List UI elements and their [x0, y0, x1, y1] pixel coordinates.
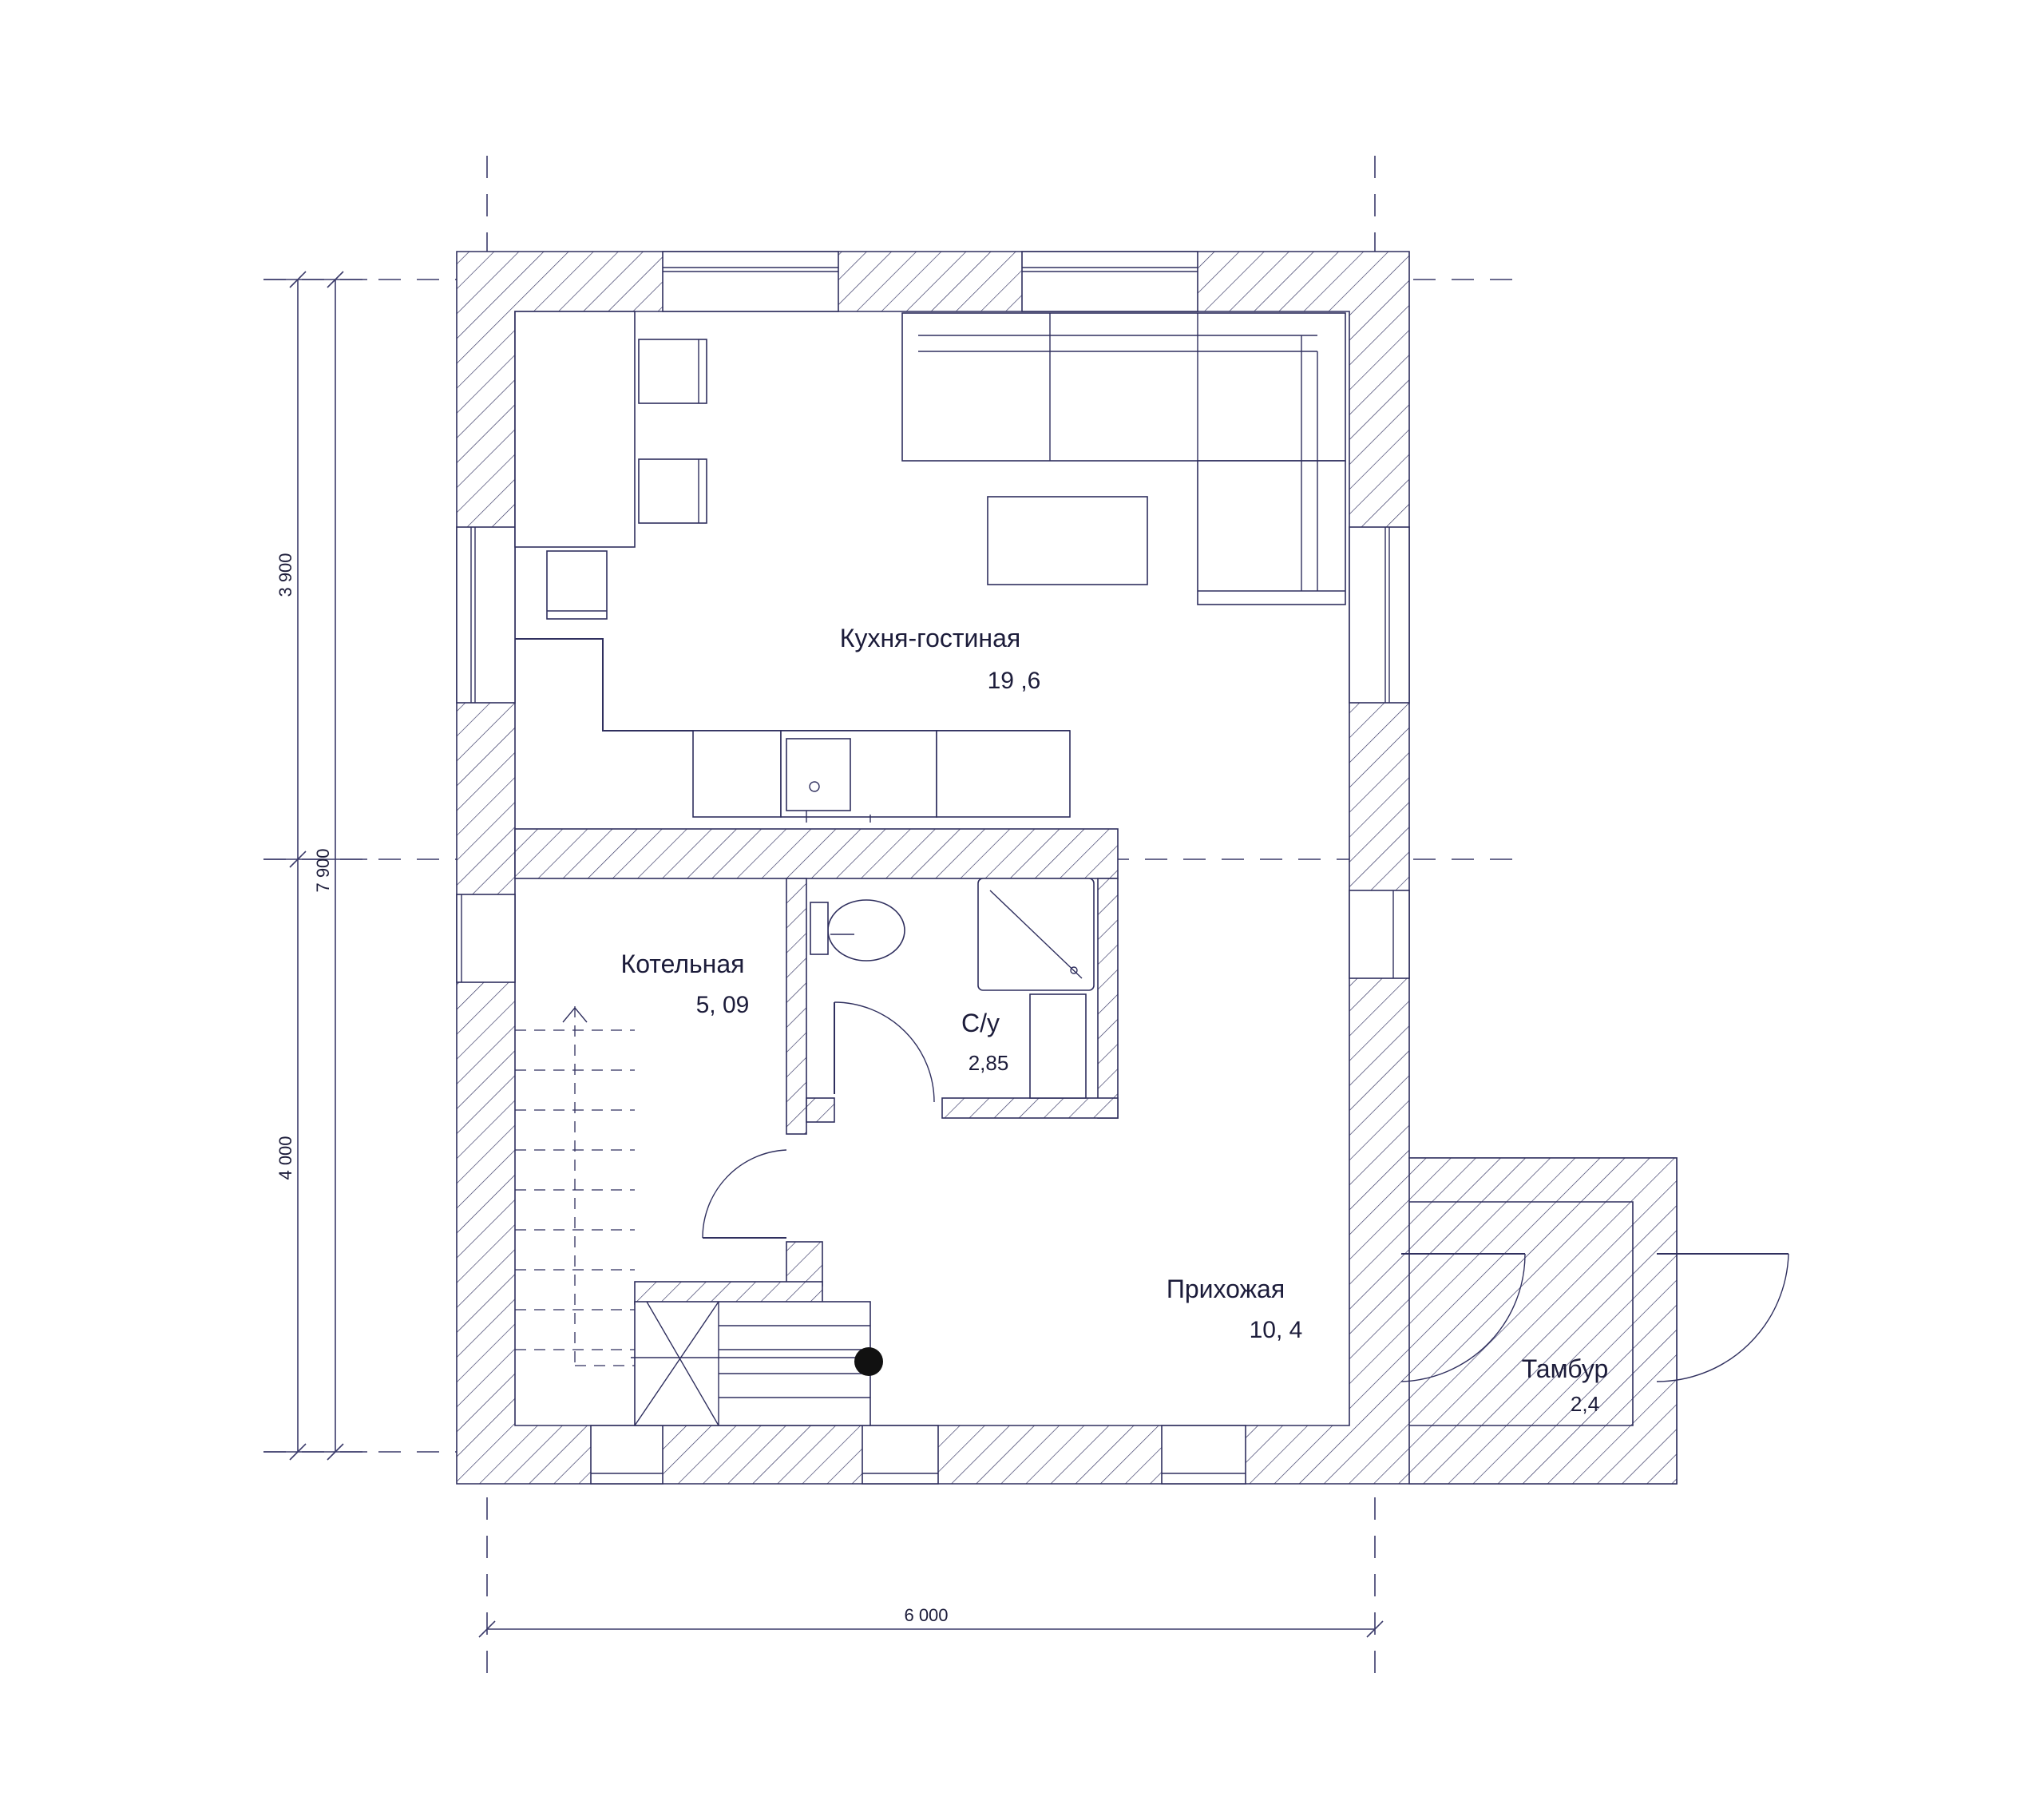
kitchen-furniture [514, 311, 1071, 823]
room-area-vestibule: 2,4 [1571, 1392, 1599, 1416]
bathroom-fixtures [810, 878, 1095, 1099]
room-name-kitchen-living: Кухня-гостиная [840, 624, 1020, 652]
living-furniture [901, 312, 1346, 605]
dim-width: 6 000 [904, 1605, 948, 1625]
dim-total-height: 7 900 [313, 848, 333, 892]
room-area-boiler: 5, 09 [696, 992, 750, 1018]
room-name-vestibule: Тамбур [1522, 1354, 1609, 1383]
room-name-bathroom: С/у [961, 1009, 1000, 1037]
room-name-boiler: Котельная [621, 950, 745, 978]
windows [456, 251, 1410, 1485]
dim-upper-height: 3 900 [275, 553, 295, 597]
room-area-hallway: 10, 4 [1250, 1317, 1303, 1343]
room-name-hallway: Прихожая [1167, 1275, 1285, 1303]
room-area-kitchen-living: 19 ,6 [988, 668, 1041, 694]
dim-lower-height: 4 000 [275, 1136, 295, 1180]
room-area-bathroom: 2,85 [969, 1051, 1009, 1075]
stairs [515, 1006, 883, 1426]
doors [702, 1001, 1789, 1382]
interior-walls [514, 828, 1119, 1305]
dimension-lines [263, 271, 1384, 1638]
